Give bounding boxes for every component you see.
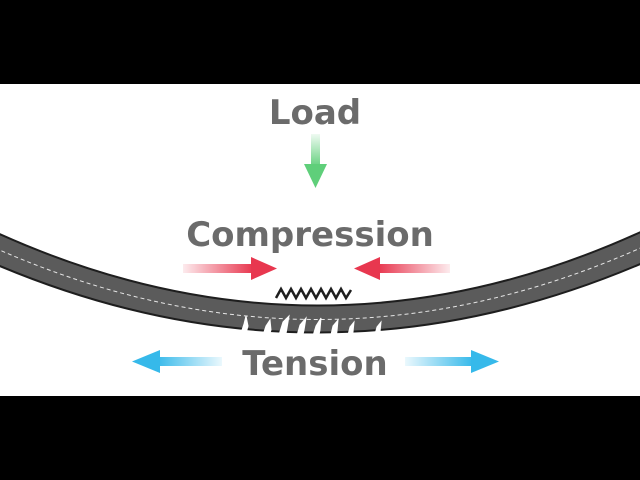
- load-label: Load: [269, 93, 361, 133]
- letterbox-bottom: [0, 396, 640, 480]
- letterbox-top: [0, 0, 640, 84]
- compression-arrow-left: [183, 257, 277, 280]
- neutral-axis-line: [0, 247, 640, 320]
- tension-arrow-right: [405, 350, 499, 373]
- compression-wrinkles: [274, 286, 353, 301]
- bent-beam: [0, 231, 640, 334]
- compression-arrow-right: [354, 257, 450, 280]
- tension-arrow-left: [132, 350, 222, 373]
- compression-label: Compression: [186, 215, 434, 255]
- tension-cracks: [239, 314, 382, 340]
- beam-bending-diagram: Load Compression: [0, 93, 640, 384]
- diagram-panel: Load Compression: [0, 84, 640, 396]
- tension-label: Tension: [242, 344, 387, 384]
- load-arrow: [304, 134, 327, 188]
